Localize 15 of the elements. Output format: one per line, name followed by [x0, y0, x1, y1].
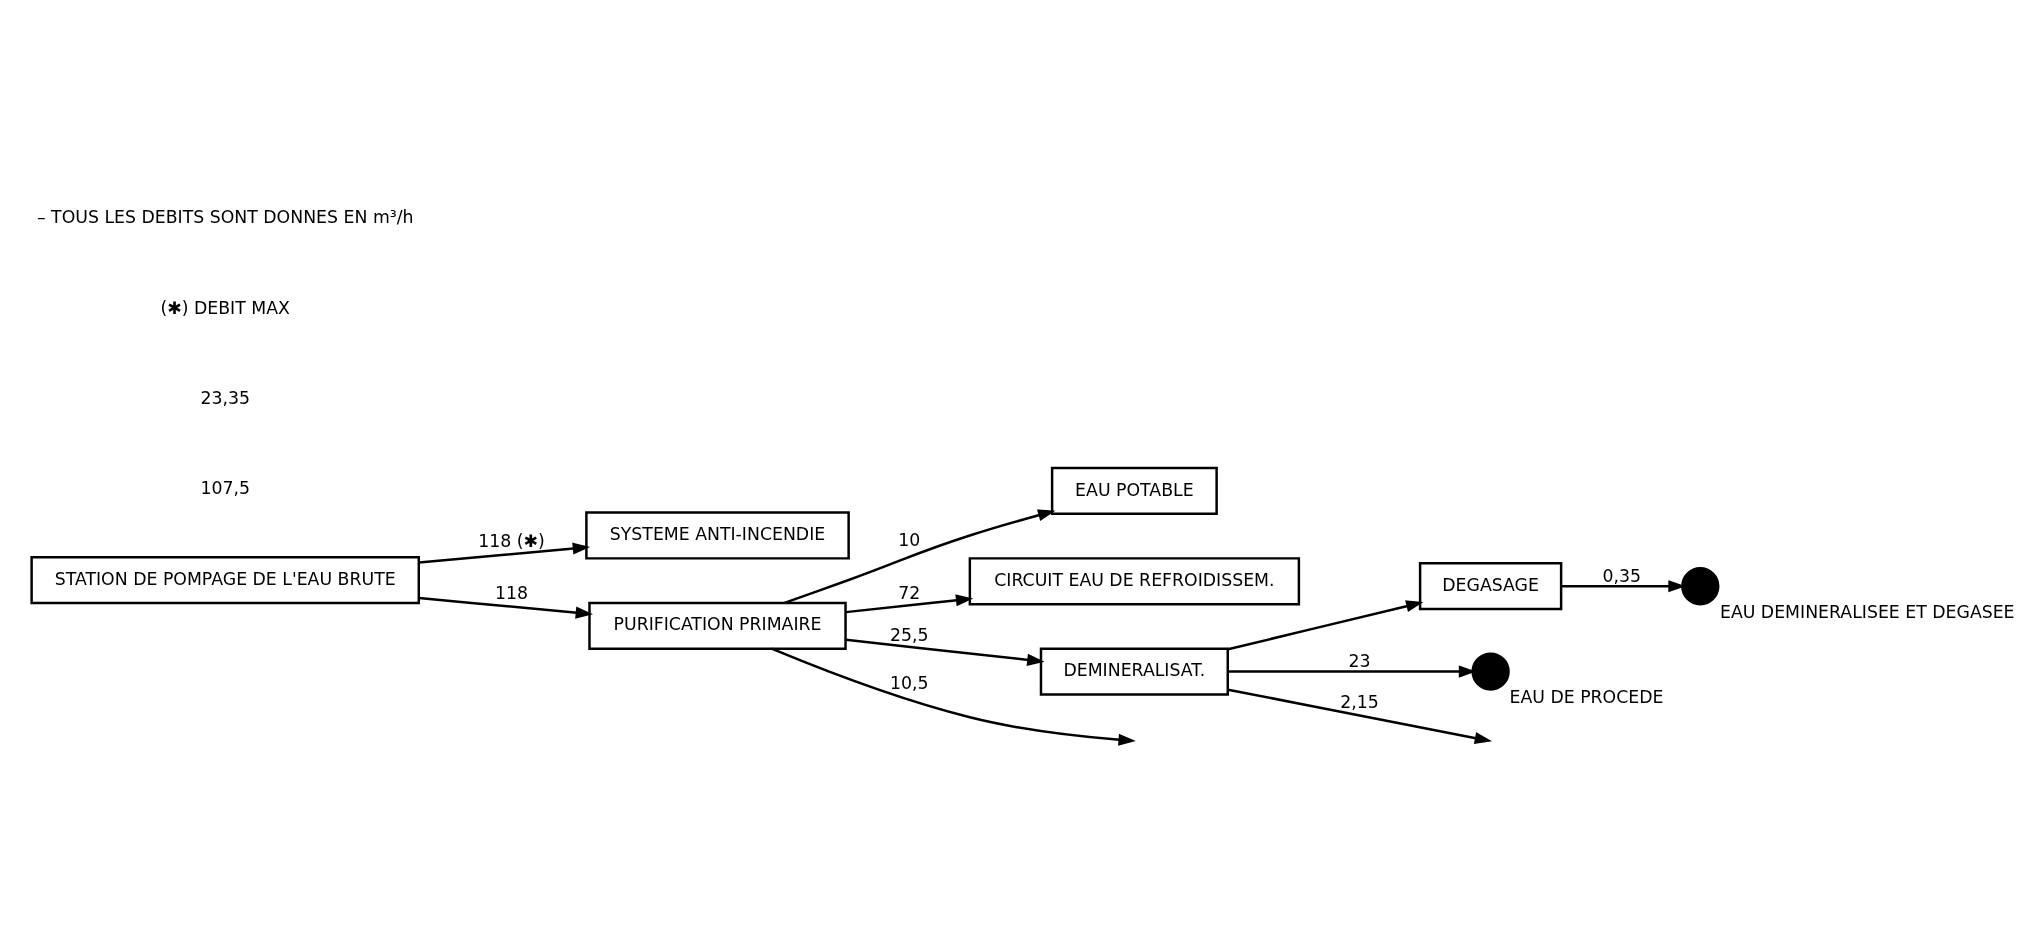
- label: 107,5: [200, 478, 250, 499]
- edge-label: 118: [495, 582, 529, 603]
- edge-label: 118 (✱): [478, 530, 545, 551]
- edge-label: 0,35: [1602, 565, 1641, 586]
- label: 23,35: [200, 388, 250, 408]
- edge-label: 10: [898, 529, 921, 550]
- node-label: EAU DE PROCEDE: [1509, 687, 1664, 708]
- label: – TOUS LES DEBITS SONT DONNES EN m³/h: [36, 207, 414, 228]
- node-label: EAU DEMINERALISEE ET DEGASEE: [1719, 602, 2015, 622]
- edge-label: 2,15: [1340, 691, 1379, 712]
- edge-label: 25,5: [889, 624, 929, 645]
- edge-label: 72: [898, 582, 921, 603]
- label: (✱) DEBIT MAX: [160, 297, 290, 318]
- edge-label: 23: [1348, 650, 1371, 671]
- edge-label: 10,5: [889, 673, 929, 694]
